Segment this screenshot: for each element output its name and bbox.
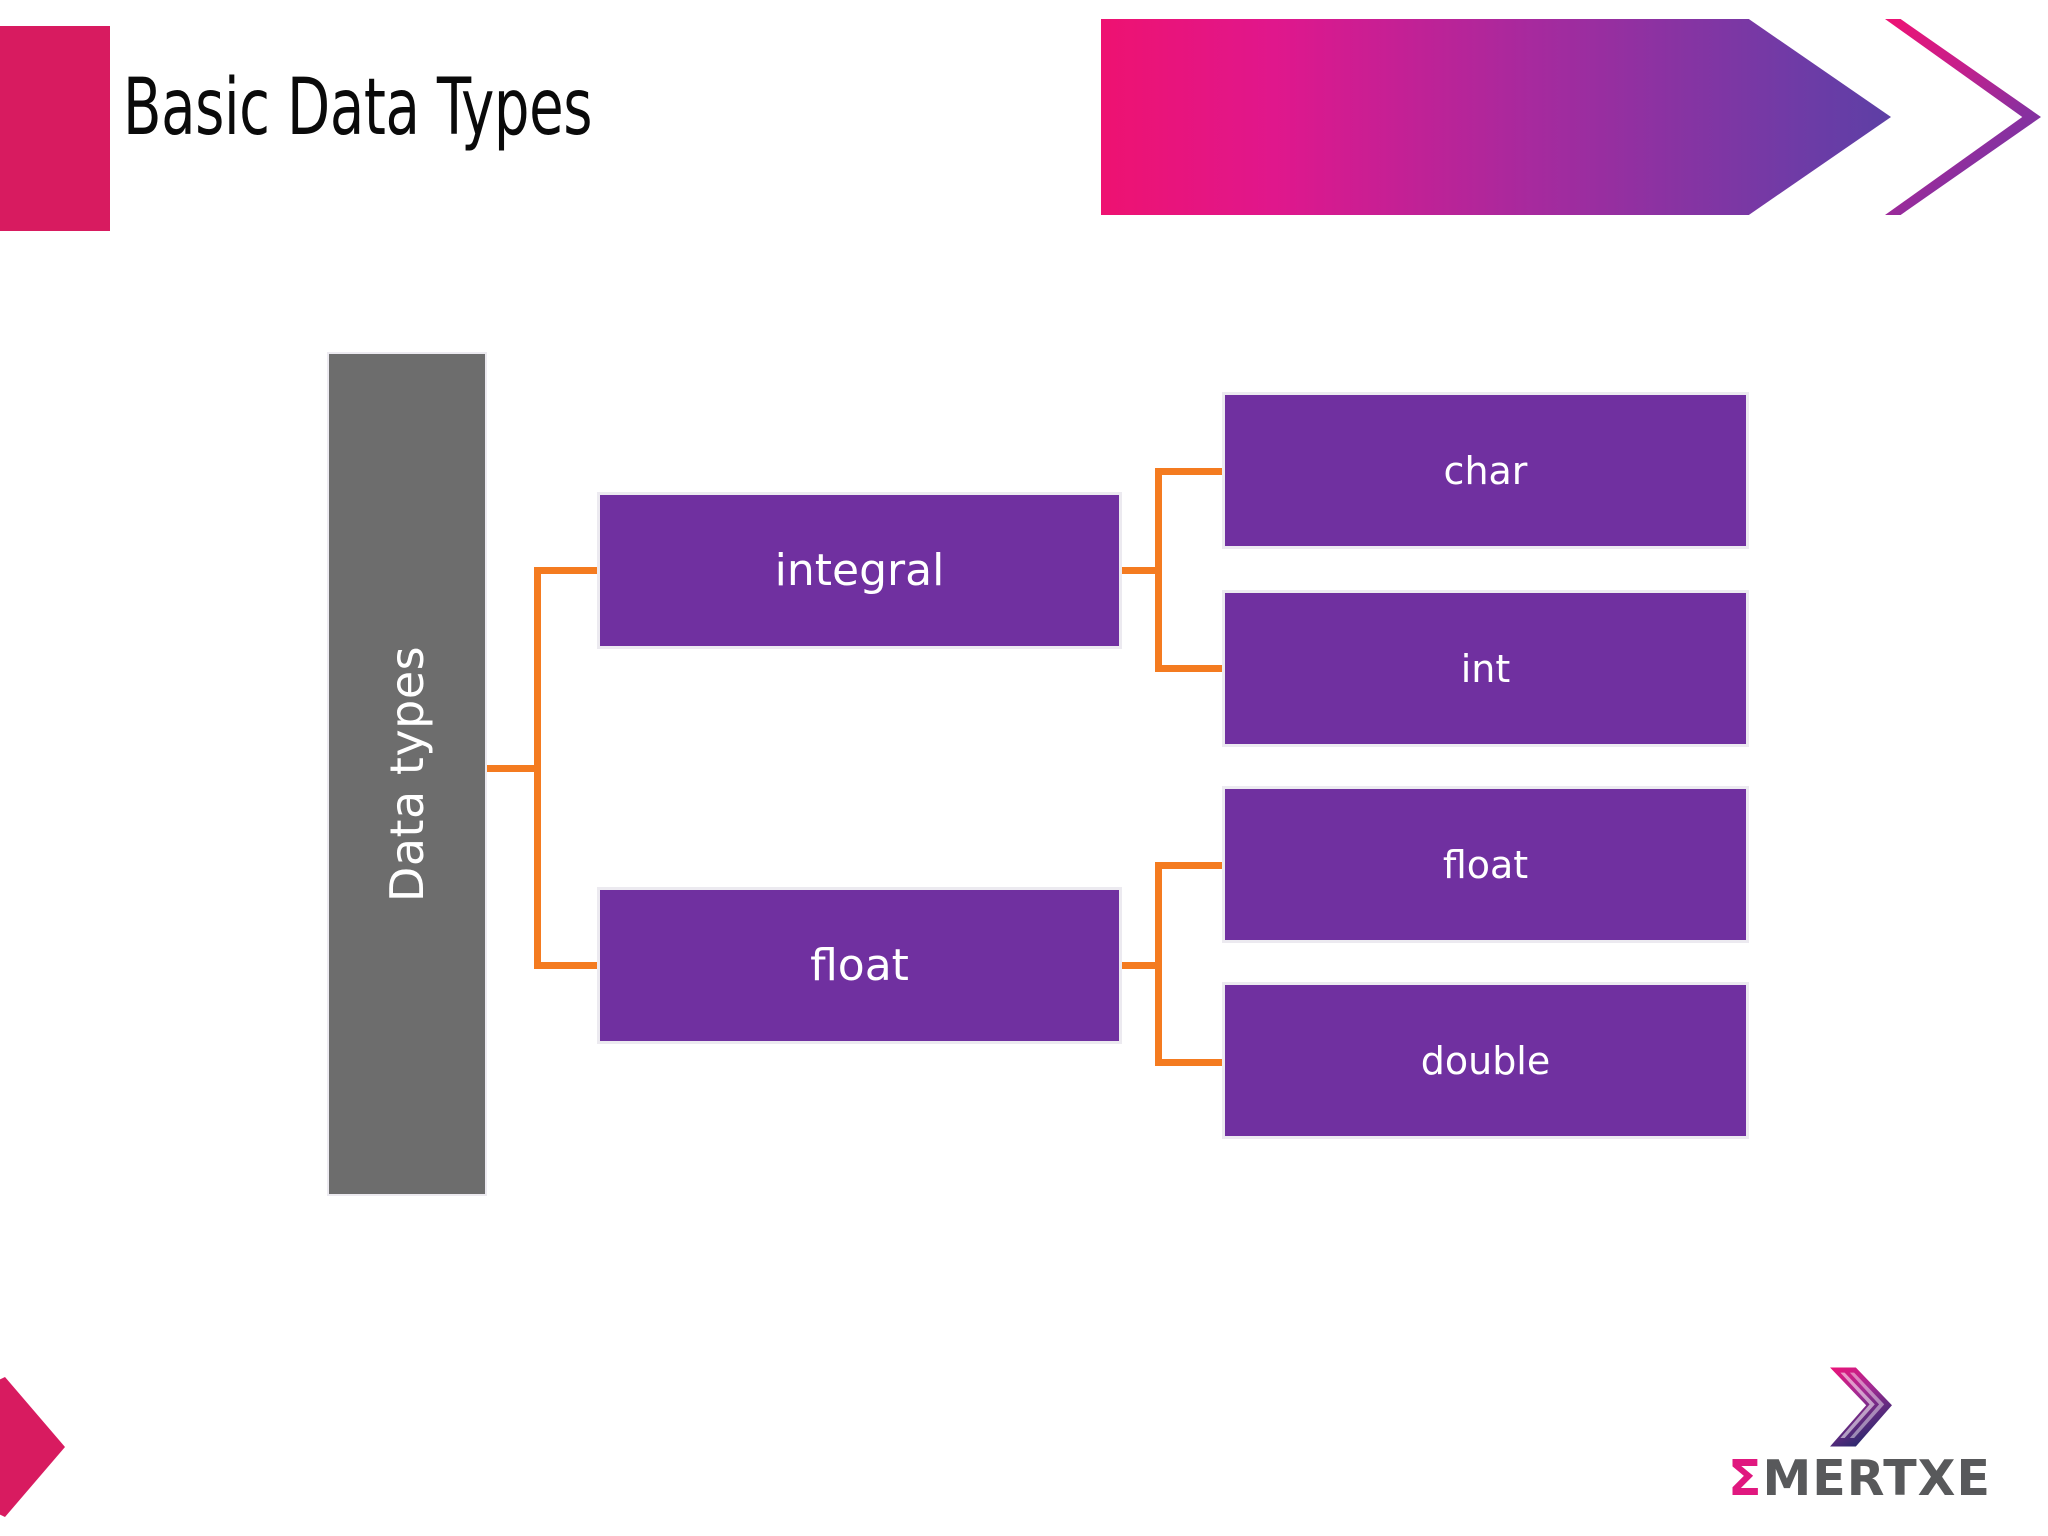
emertxe-wordmark: ΣMERTXE [1728, 1450, 2028, 1507]
tree-node-int: int [1222, 590, 1749, 747]
emertxe-logo: ΣMERTXE [1728, 1364, 2028, 1509]
header-accent-block [0, 26, 110, 231]
tree-node-double: double [1222, 982, 1749, 1139]
connector-float-to-double [1155, 1059, 1225, 1066]
sigma-icon: Σ [1728, 1450, 1763, 1507]
emertxe-name: MERTXE [1762, 1450, 1991, 1507]
connector-float-to-float-leaf [1155, 862, 1225, 869]
tree-node-double-label: double [1420, 1038, 1551, 1083]
connector-float-spine [1155, 862, 1162, 1066]
tree-node-float-branch-label: float [810, 940, 909, 991]
connector-root-spine [534, 567, 541, 969]
tree-node-char: char [1222, 392, 1749, 549]
tree-node-integral-label: integral [774, 545, 945, 596]
connector-integral-to-int [1155, 665, 1225, 672]
tree-node-integral: integral [597, 492, 1122, 649]
tree-node-root-label: Data types [380, 645, 434, 903]
tree-node-float-leaf: float [1222, 786, 1749, 943]
connector-root-to-integral [534, 567, 600, 574]
chevron-logo-icon [1830, 1367, 1892, 1447]
connector-integral-stub [1122, 567, 1162, 574]
tree-node-float-branch: float [597, 887, 1122, 1044]
connector-float-stub [1122, 962, 1162, 969]
tree-node-float-leaf-label: float [1442, 842, 1529, 887]
header-banner [1101, 19, 2041, 215]
connector-root-to-float [534, 962, 600, 969]
tree-node-int-label: int [1460, 646, 1511, 691]
connector-integral-to-char [1155, 468, 1225, 475]
tree-node-char-label: char [1443, 448, 1528, 493]
page-title: Basic Data Types [123, 63, 593, 153]
connector-integral-spine [1155, 468, 1162, 672]
connector-root-stub [487, 765, 541, 772]
tree-node-root-data-types: Data types [327, 352, 487, 1196]
banner-arrow-shape [1101, 19, 1891, 215]
